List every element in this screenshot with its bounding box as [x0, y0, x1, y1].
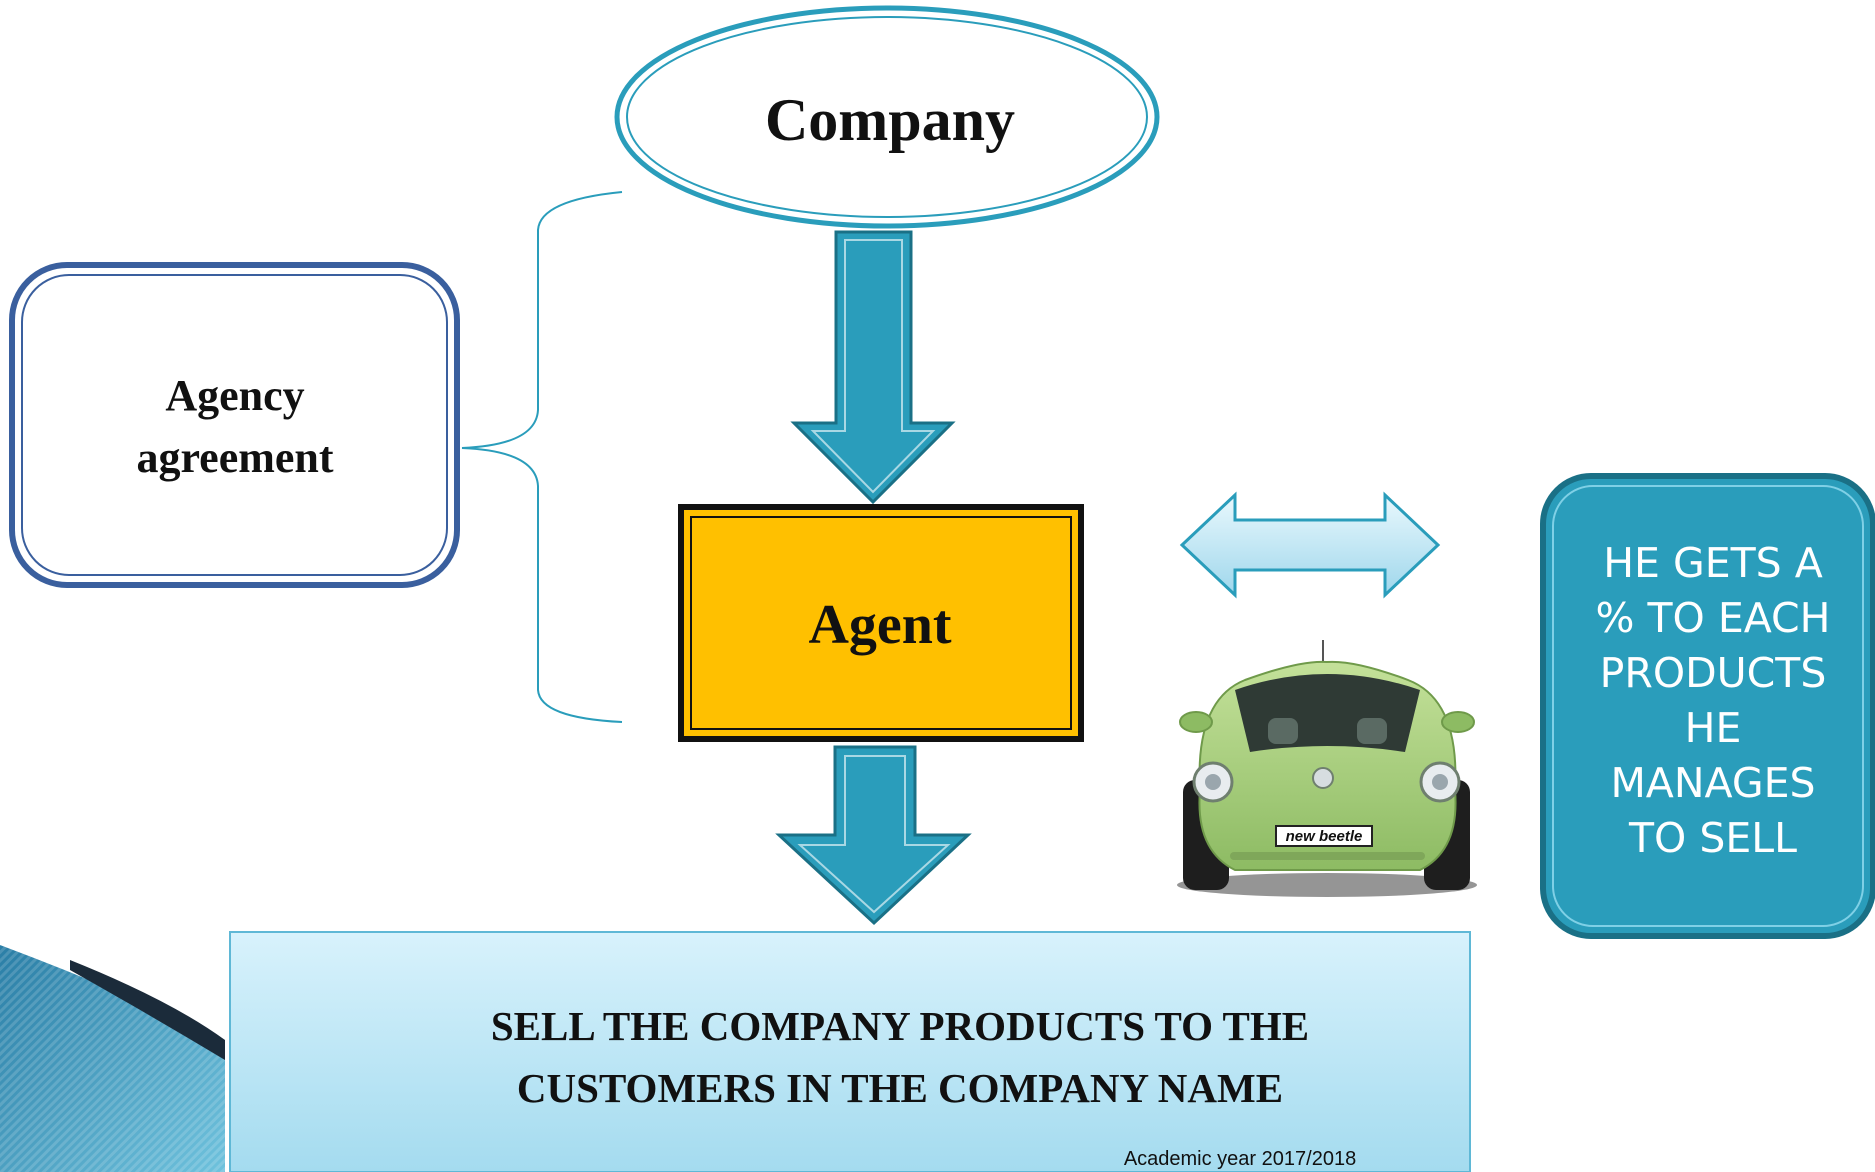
corner-wedge-icon: [0, 945, 225, 1172]
agency-label-line1: Agency: [165, 371, 305, 420]
commission-line: PRODUCTS: [1599, 649, 1827, 697]
sell-label: SELL THE COMPANY PRODUCTS TO THE CUSTOME…: [260, 995, 1540, 1119]
company-label: Company: [764, 87, 1016, 153]
footer-label: Academic year 2017/2018: [1123, 1148, 1357, 1170]
sell-line1: SELL THE COMPANY PRODUCTS TO THE: [490, 1003, 1310, 1049]
sell-line2: CUSTOMERS IN THE COMPANY NAME: [516, 1065, 1284, 1111]
double-arrow-icon: [1179, 491, 1441, 599]
car-image: new beetle: [1177, 640, 1477, 897]
car-badge-label: new beetle: [1286, 828, 1363, 845]
agency-label-line2: agreement: [136, 433, 334, 482]
commission-line: TO SELL: [1629, 814, 1797, 862]
commission-line: % TO EACH: [1595, 594, 1831, 642]
commission-box: [1540, 473, 1875, 939]
commission-line: HE GETS A: [1603, 539, 1823, 587]
commission-line: HE: [1684, 704, 1742, 752]
agency-agreement-label: Agency agreement: [20, 365, 450, 489]
commission-label: HE GETS A % TO EACH PRODUCTS HE MANAGES …: [1543, 536, 1875, 866]
agent-box: [678, 504, 1084, 742]
down-arrow-icon: [790, 230, 956, 505]
sell-box: [229, 931, 1471, 1172]
agency-agreement-box: [9, 262, 460, 588]
commission-line: MANAGES: [1610, 759, 1816, 807]
company-ellipse: [614, 5, 1160, 229]
brace-icon: [461, 191, 623, 723]
down-arrow-icon: [775, 745, 972, 926]
agent-label: Agent: [808, 594, 952, 656]
